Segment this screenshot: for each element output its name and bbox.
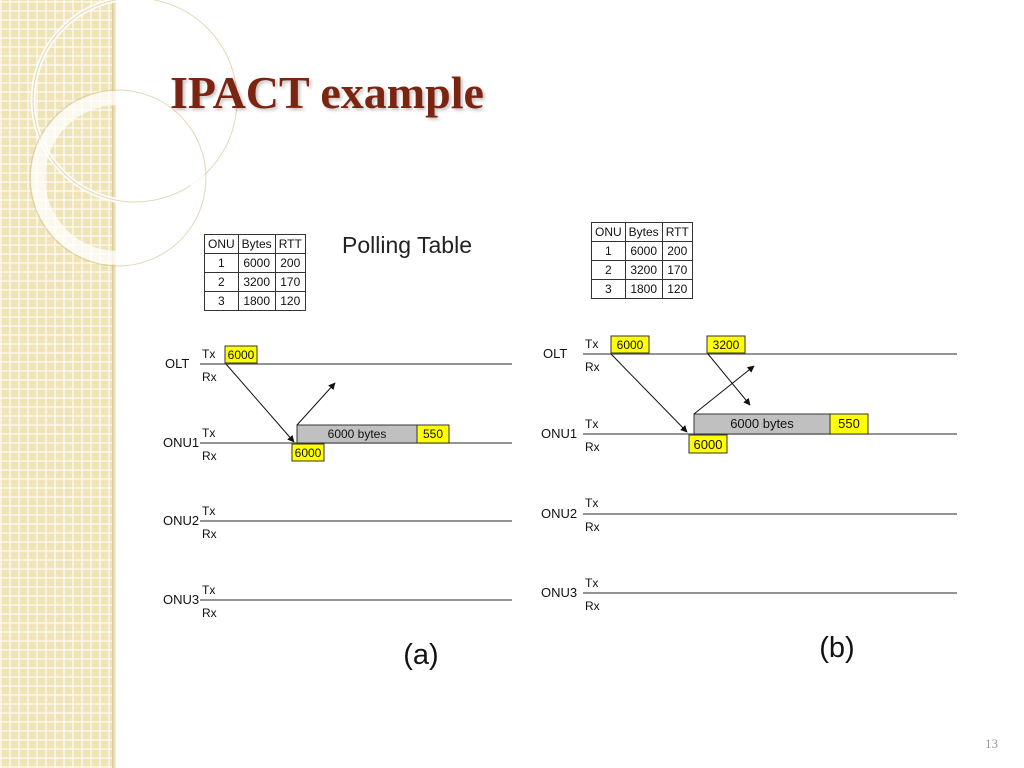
onu1-label: ONU1 <box>541 426 577 441</box>
onu2-tx-label: Tx <box>585 496 598 510</box>
onu2-tx-label: Tx <box>202 504 215 518</box>
sidebar-edge <box>112 0 116 768</box>
olt-grant-box <box>224 345 258 364</box>
olt-rx-label: Rx <box>585 360 600 374</box>
onu3-tx-label: Tx <box>585 576 598 590</box>
table-cell: 200 <box>661 241 693 261</box>
table-row: 2 3200 170 <box>591 260 693 280</box>
onu3-label: ONU3 <box>541 585 577 600</box>
grant-2-arrow <box>707 353 751 406</box>
onu1-report-value: 550 <box>423 427 443 441</box>
table-cell: 120 <box>274 291 306 311</box>
onu3-rx-label: Rx <box>585 599 600 613</box>
olt-tx-label: Tx <box>202 347 215 361</box>
onu1-received-box <box>291 443 325 462</box>
onu3-label: ONU3 <box>163 592 199 607</box>
polling-table-title: Polling Table <box>342 232 473 258</box>
olt-grant-value: 6000 <box>228 348 255 362</box>
caption-b: (b) <box>819 632 854 664</box>
onu1-rx-label: Rx <box>585 440 600 454</box>
table-header: Bytes <box>624 222 663 242</box>
onu1-received-box <box>688 434 728 454</box>
table-header-row: ONU Bytes RTT <box>591 222 693 242</box>
olt-label: OLT <box>543 346 567 361</box>
onu1-label: ONU1 <box>163 435 199 450</box>
olt-grant-1-value: 6000 <box>617 338 644 352</box>
slide-title: IPACT example <box>170 67 484 118</box>
table-cell: 120 <box>661 279 693 299</box>
page-number: 13 <box>985 736 998 751</box>
olt-tx-label: Tx <box>585 337 598 351</box>
onu1-tx-label: Tx <box>202 426 215 440</box>
grant-arrow <box>225 363 295 443</box>
onu1-rx-label: Rx <box>202 449 217 463</box>
onu1-report-box <box>416 424 450 444</box>
table-cell: 1800 <box>237 291 276 311</box>
grant-1-arrow <box>610 353 688 433</box>
table-cell: 200 <box>274 253 306 273</box>
olt-grant-2-box <box>706 335 746 354</box>
polling-table-a: ONU Bytes RTT 1 6000 200 2 3200 170 3 18… <box>204 234 306 311</box>
onu1-received-value: 6000 <box>694 437 723 452</box>
table-header-row: ONU Bytes RTT <box>204 234 306 254</box>
onu3-tx-label: Tx <box>202 583 215 597</box>
onu2-rx-label: Rx <box>202 527 217 541</box>
olt-label: OLT <box>165 356 189 371</box>
onu1-report-value: 550 <box>838 416 860 431</box>
table-cell: 170 <box>661 260 693 280</box>
onu1-data-label: 6000 bytes <box>328 427 387 441</box>
table-row: 3 1800 120 <box>591 279 693 299</box>
report-arrow <box>296 382 336 426</box>
decorative-rings <box>29 0 240 267</box>
olt-grant-1-box <box>610 335 650 354</box>
onu1-report-box <box>829 413 869 435</box>
onu1-data-label: 6000 bytes <box>730 416 794 431</box>
onu2-rx-label: Rx <box>585 520 600 534</box>
table-header: Bytes <box>237 234 276 254</box>
report-arrow <box>693 365 755 415</box>
polling-table-b: ONU Bytes RTT 1 6000 200 2 3200 170 3 18… <box>591 222 693 299</box>
table-cell: 1800 <box>624 279 663 299</box>
table-row: 3 1800 120 <box>204 291 306 311</box>
table-header: RTT <box>274 234 306 254</box>
caption-a: (a) <box>403 639 438 671</box>
onu1-received-value: 6000 <box>295 446 322 460</box>
olt-rx-label: Rx <box>202 370 217 384</box>
onu2-label: ONU2 <box>163 513 199 528</box>
onu2-label: ONU2 <box>541 506 577 521</box>
onu1-tx-label: Tx <box>585 417 598 431</box>
onu3-rx-label: Rx <box>202 606 217 620</box>
olt-grant-2-value: 3200 <box>713 338 740 352</box>
